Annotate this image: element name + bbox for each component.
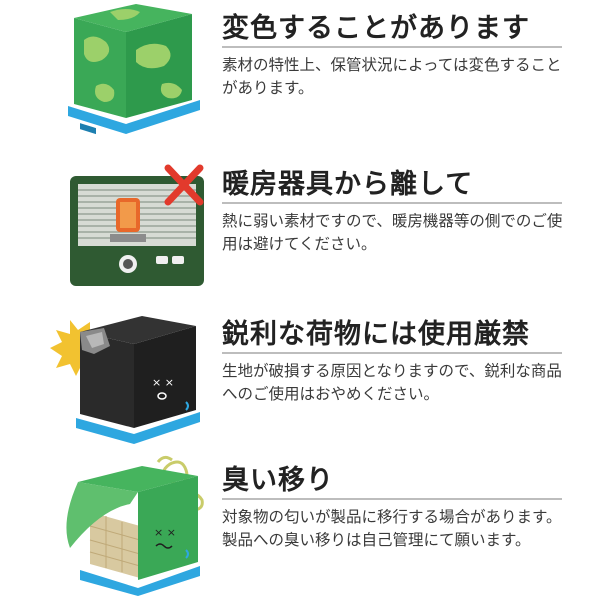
- section-title: 臭い移り: [222, 465, 334, 496]
- prohibited-cross-icon: [164, 164, 204, 206]
- section-odor-transfer: × × 臭い移り 対象物の匂いが製品に移行する場合があります。製品への臭い移りは…: [0, 452, 600, 600]
- section-description: 生地が破損する原因となりますので、鋭利な商品へのご使用はおやめください。: [222, 362, 562, 403]
- section-discoloration: 変色することがあります 素材の特性上、保管状況によっては変色することがあります。: [0, 0, 600, 148]
- section-sharp-items: × × 鋭利な荷物には使用厳禁 生地が破損する原因となりますので、鋭利な商品への…: [0, 306, 600, 454]
- divider: [222, 46, 562, 48]
- torn-box-icon: × ×: [50, 316, 200, 444]
- box-icon: [68, 4, 200, 135]
- divider: [222, 202, 562, 204]
- smelly-box-illustration: × ×: [50, 452, 210, 596]
- section-description: 熱に弱い素材ですので、暖房機器等の側でのご使用は避けてください。: [222, 212, 563, 253]
- discolored-box-illustration: [50, 0, 210, 140]
- heater-illustration: [50, 156, 210, 296]
- section-title: 暖房器具から離して: [222, 169, 474, 200]
- svg-text:× ×: × ×: [154, 526, 176, 539]
- divider: [222, 498, 562, 500]
- section-title: 変色することがあります: [222, 13, 530, 44]
- section-description: 素材の特性上、保管状況によっては変色することがあります。: [222, 56, 562, 97]
- svg-text:× ×: × ×: [152, 376, 174, 389]
- smelly-box-icon: × ×: [66, 455, 204, 596]
- section-description: 対象物の匂いが製品に移行する場合があります。製品への臭い移りは自己管理にて願いま…: [222, 508, 562, 549]
- divider: [222, 352, 562, 354]
- section-heater: 暖房器具から離して 熱に弱い素材ですので、暖房機器等の側でのご使用は避けてくださ…: [0, 156, 600, 304]
- heater-icon: [70, 164, 204, 286]
- torn-box-illustration: × ×: [50, 306, 210, 446]
- section-title: 鋭利な荷物には使用厳禁: [222, 319, 530, 350]
